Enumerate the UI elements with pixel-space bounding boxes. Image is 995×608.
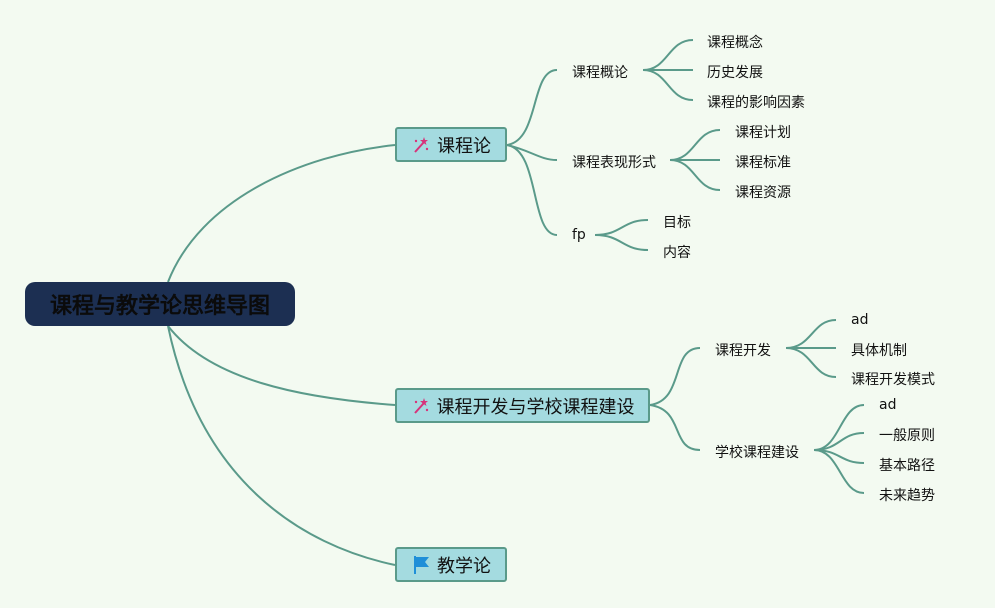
- branch-node-teaching-theory[interactable]: 教学论: [395, 547, 507, 582]
- leaf-node[interactable]: 历史发展: [707, 65, 763, 81]
- leaf-node[interactable]: 课程开发模式: [851, 372, 935, 388]
- leaf-node[interactable]: ad: [851, 312, 869, 328]
- magic-wand-icon: [411, 135, 431, 155]
- root-node[interactable]: 课程与教学论思维导图: [25, 282, 295, 326]
- branch-label: 课程论: [437, 135, 491, 157]
- leaf-node[interactable]: 课程计划: [735, 125, 791, 141]
- branch-label: 课程开发与学校课程建设: [436, 396, 635, 418]
- leaf-node[interactable]: 课程概念: [707, 35, 763, 51]
- leaf-node[interactable]: 目标: [663, 215, 691, 231]
- flag-icon: [411, 555, 431, 575]
- leaf-node[interactable]: 课程的影响因素: [707, 95, 805, 111]
- leaf-node[interactable]: 课程标准: [735, 155, 791, 171]
- branch-label: 教学论: [437, 555, 491, 577]
- leaf-node[interactable]: ad: [879, 397, 897, 413]
- leaf-node[interactable]: 未来趋势: [879, 488, 935, 504]
- magic-wand-icon: [411, 396, 431, 416]
- subtopic-node[interactable]: 课程概论: [572, 65, 628, 81]
- subtopic-node[interactable]: 课程表现形式: [572, 155, 656, 171]
- leaf-node[interactable]: 基本路径: [879, 458, 935, 474]
- leaf-node[interactable]: 具体机制: [851, 343, 907, 359]
- subtopic-node[interactable]: 学校课程建设: [715, 445, 799, 461]
- root-label: 课程与教学论思维导图: [49, 294, 270, 319]
- leaf-node[interactable]: 课程资源: [735, 185, 791, 201]
- branch-node-curriculum-development[interactable]: 课程开发与学校课程建设: [395, 388, 650, 423]
- subtopic-node[interactable]: fp: [572, 227, 586, 243]
- branch-node-curriculum-theory[interactable]: 课程论: [395, 127, 507, 162]
- leaf-node[interactable]: 一般原则: [879, 428, 935, 444]
- subtopic-node[interactable]: 课程开发: [715, 343, 771, 359]
- leaf-node[interactable]: 内容: [663, 245, 691, 261]
